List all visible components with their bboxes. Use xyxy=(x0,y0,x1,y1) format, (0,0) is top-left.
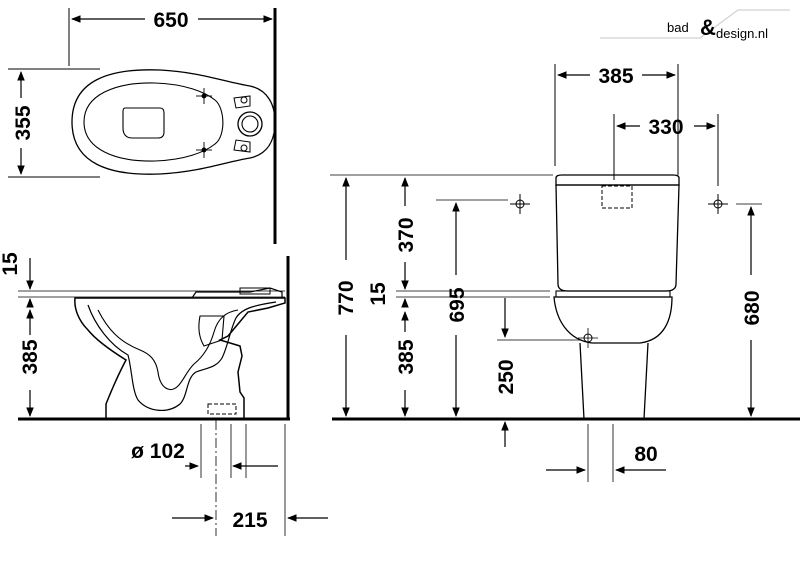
front-bowl-height-label: 695 xyxy=(446,287,469,322)
side-rim-offset-label: 15 xyxy=(0,252,22,276)
side-outlet-diameter-label: ø 102 xyxy=(131,440,185,463)
watermark-logo: bad & design.nl xyxy=(600,9,790,41)
front-total-height-label: 770 xyxy=(335,280,358,315)
side-outlet-distance-label: 215 xyxy=(232,509,267,532)
drain-opening-top xyxy=(122,107,165,139)
fixing-holes-front xyxy=(510,194,728,214)
watermark-text-left: bad xyxy=(667,20,689,35)
bowl-outline-top xyxy=(71,69,276,175)
front-fixing-height-label: 680 xyxy=(741,290,764,325)
top-depth-label: 355 xyxy=(12,105,35,140)
trapway-side xyxy=(87,301,277,411)
bowl-inner-top xyxy=(83,82,224,162)
top-view: 650 355 xyxy=(8,8,277,244)
front-rim-offset-label: 15 xyxy=(367,282,390,306)
fixing-marks-top xyxy=(196,88,212,158)
bowl-outline-side xyxy=(74,297,286,420)
top-width-label: 650 xyxy=(153,9,188,32)
watermark-text-right: design.nl xyxy=(716,26,768,41)
flush-valve-outer xyxy=(237,111,263,137)
front-outlet-height-label: 250 xyxy=(495,359,518,394)
flush-valve-inner xyxy=(241,115,259,133)
front-cistern-height-label: 370 xyxy=(395,217,418,252)
cistern-body xyxy=(555,184,680,292)
side-seat-height-label: 385 xyxy=(19,339,42,374)
cistern-lid xyxy=(555,174,680,186)
front-cistern-depth-label: 385 xyxy=(598,65,633,88)
front-pedestal-offset-label: 80 xyxy=(634,443,657,466)
front-seat-height-label: 385 xyxy=(395,339,418,374)
pedestal-front xyxy=(579,342,649,420)
front-view: 385 330 770 370 15 385 695 xyxy=(330,64,800,482)
side-view: 15 385 ø 102 215 xyxy=(0,252,328,536)
seat-rim-front xyxy=(555,290,671,298)
bowl-front xyxy=(553,296,673,344)
front-hole-spacing-label: 330 xyxy=(648,116,683,139)
ampersand-icon: & xyxy=(700,15,716,40)
flush-button-front xyxy=(601,185,633,209)
